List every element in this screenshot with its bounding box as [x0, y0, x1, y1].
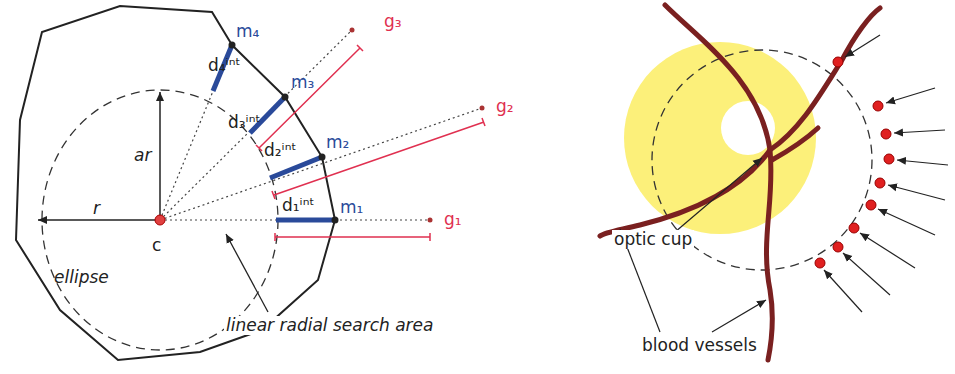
disc-boundary [16, 6, 335, 360]
ellipse-label: ellipse [54, 268, 109, 287]
r-arrow [38, 219, 156, 221]
ray-label: g₂ [494, 97, 516, 116]
point-label: m₃ [291, 73, 314, 92]
ar-arrow [159, 92, 161, 216]
annotation: blood vessels [640, 336, 759, 355]
ray-ends [350, 28, 485, 223]
point-label: m₄ [236, 22, 259, 41]
edge-points [815, 57, 894, 268]
leader-line [226, 234, 268, 312]
search-arrows [824, 35, 948, 312]
annotation: optic cup [612, 230, 694, 249]
boundary-points [229, 42, 339, 224]
vessel-leader [712, 300, 766, 332]
axis-label: ar [134, 146, 151, 165]
center-label: c [152, 236, 161, 255]
distance-label: d₃ⁱⁿᵗ [228, 113, 260, 132]
ray-label: g₃ [382, 12, 404, 31]
cup-leader [668, 158, 762, 238]
annotation: linear radial search area [224, 316, 436, 335]
axis-label: r [93, 199, 100, 218]
point-label: m₂ [326, 133, 349, 152]
distance-label: d₂ⁱⁿᵗ [264, 141, 296, 160]
ray-label: g₁ [442, 210, 464, 229]
center-point [155, 215, 165, 225]
search-brackets [256, 45, 485, 241]
point-label: m₁ [340, 198, 363, 217]
radial-rays [160, 30, 482, 220]
distance-label: d₁ⁱⁿᵗ [282, 196, 314, 215]
blood-vessels [600, 5, 880, 360]
distance-label: d₄ⁱⁿᵗ [208, 56, 240, 75]
